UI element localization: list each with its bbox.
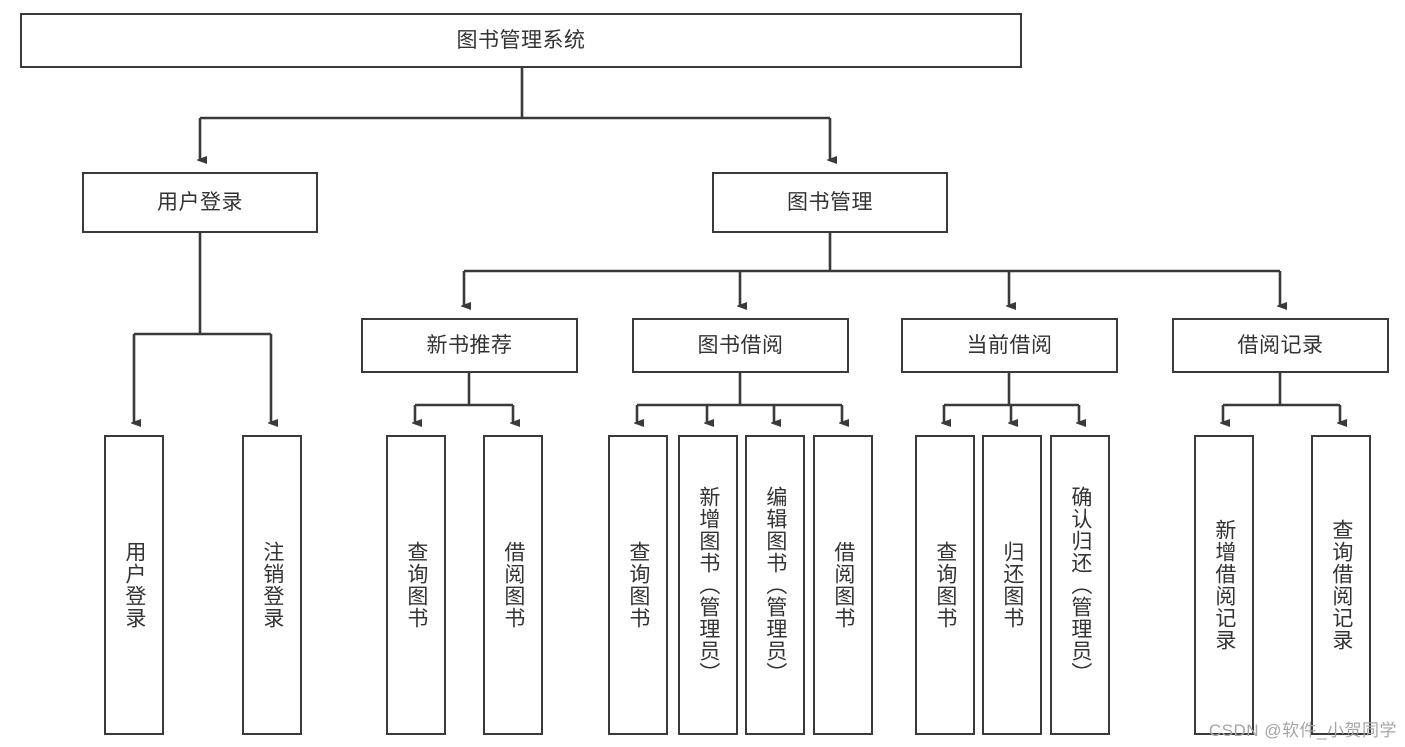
node-label: 新书推荐 [426, 333, 513, 357]
node-book-borrow[interactable]: 图书借阅 [632, 318, 849, 373]
leaf-logout[interactable]: 注销登录 [242, 435, 302, 735]
node-label: 查询图书 [404, 541, 428, 629]
leaf-confirm-return-admin[interactable]: 确认归还（管理员） [1050, 435, 1110, 735]
node-user-login[interactable]: 用户登录 [82, 172, 318, 233]
node-label: 图书借阅 [697, 333, 784, 357]
node-label: 图书管理 [787, 190, 873, 214]
leaf-query-book-current[interactable]: 查询图书 [915, 435, 975, 735]
node-label: 确认归还（管理员） [1068, 486, 1092, 684]
node-label: 用户登录 [157, 190, 243, 214]
node-label: 图书管理系统 [456, 28, 586, 52]
node-label: 新增借阅记录 [1212, 519, 1236, 651]
node-label: 查询图书 [626, 541, 650, 629]
leaf-borrow-book[interactable]: 借阅图书 [813, 435, 873, 735]
leaf-add-borrow-record[interactable]: 新增借阅记录 [1194, 435, 1254, 735]
leaf-query-book-recommend[interactable]: 查询图书 [386, 435, 446, 735]
node-label: 注销登录 [260, 541, 284, 629]
node-book-management[interactable]: 图书管理 [712, 172, 948, 233]
node-label: 查询图书 [933, 541, 957, 629]
csdn-watermark: CSDN @软件_小贺同学 [1208, 721, 1397, 740]
node-label: 查询借阅记录 [1329, 519, 1353, 651]
leaf-borrow-book-recommend[interactable]: 借阅图书 [483, 435, 543, 735]
leaf-edit-book-admin[interactable]: 编辑图书（管理员） [745, 435, 805, 735]
node-label: 借阅图书 [831, 541, 855, 629]
node-current-borrow[interactable]: 当前借阅 [901, 318, 1118, 373]
node-root-system[interactable]: 图书管理系统 [20, 13, 1022, 68]
leaf-user-login[interactable]: 用户登录 [104, 435, 164, 735]
node-borrow-record[interactable]: 借阅记录 [1172, 318, 1389, 373]
node-label: 用户登录 [122, 541, 146, 629]
node-label: 借阅图书 [501, 541, 525, 629]
node-label: 归还图书 [1000, 541, 1024, 629]
node-label: 借阅记录 [1237, 333, 1324, 357]
node-label: 新增图书（管理员） [696, 486, 720, 684]
leaf-query-book-borrow[interactable]: 查询图书 [608, 435, 668, 735]
leaf-query-borrow-record[interactable]: 查询借阅记录 [1311, 435, 1371, 735]
node-label: 编辑图书（管理员） [763, 486, 787, 684]
node-new-book-recommend[interactable]: 新书推荐 [361, 318, 578, 373]
leaf-return-book[interactable]: 归还图书 [982, 435, 1042, 735]
leaf-add-book-admin[interactable]: 新增图书（管理员） [678, 435, 738, 735]
node-label: 当前借阅 [966, 333, 1053, 357]
